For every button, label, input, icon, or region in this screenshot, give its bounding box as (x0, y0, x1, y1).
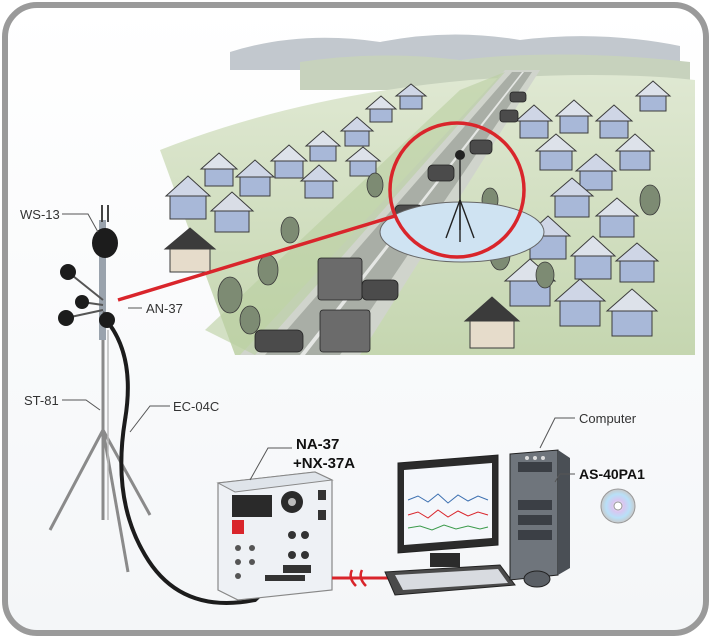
label-nx-37a: +NX-37A (293, 455, 355, 472)
label-computer: Computer (579, 411, 637, 426)
label-na-37: NA-37 (296, 436, 339, 453)
an-37-microphone (99, 312, 115, 328)
label-an-37: AN-37 (146, 301, 183, 316)
landscape-illustration (160, 34, 695, 355)
label-ec-04c: EC-04C (173, 399, 219, 414)
computer (384, 449, 570, 596)
highlight-connector (117, 214, 396, 302)
highlight-circle (388, 121, 526, 259)
weather-station (48, 205, 270, 605)
ws-13-sensor (92, 228, 118, 258)
serial-connection (332, 569, 392, 587)
cd-disc-icon (600, 488, 636, 524)
label-ws-13: WS-13 (20, 207, 60, 222)
label-st-81: ST-81 (24, 393, 59, 408)
leader-lines (62, 213, 575, 483)
na-37-unit (216, 471, 334, 601)
label-as-40pa1: AS-40PA1 (579, 466, 645, 482)
